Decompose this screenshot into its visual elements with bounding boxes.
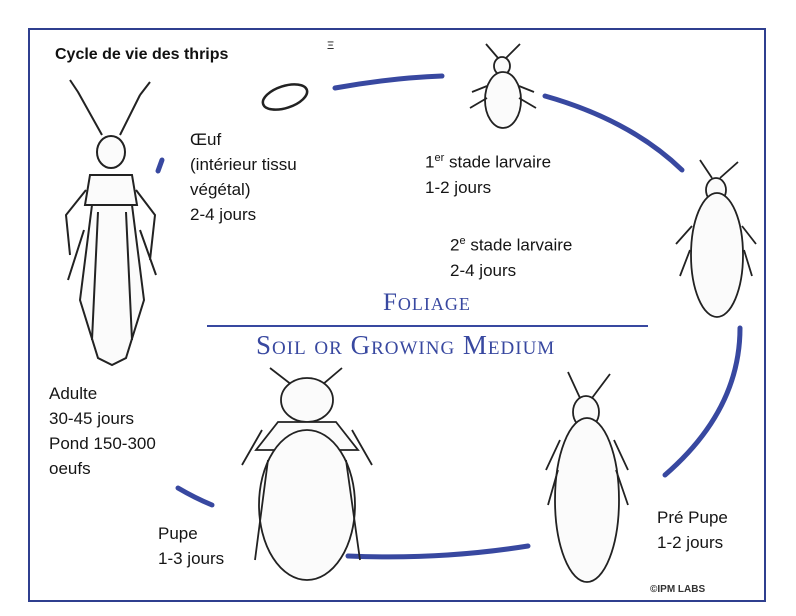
adult-thrips-illustration (66, 80, 156, 365)
arc-adult-to-egg (158, 160, 162, 171)
pupa-label: Pupe 1-3 jours (158, 521, 224, 571)
pupa-name: Pupe (158, 521, 224, 546)
adult-note-1: Pond 150-300 (49, 431, 156, 456)
adult-duration: 30-45 jours (49, 406, 156, 431)
adult-note-2: oeufs (49, 456, 156, 481)
prepupa-name: Pré Pupe (657, 505, 728, 530)
larva2-name: 2e stade larvaire (450, 229, 572, 258)
larva2-duration: 2-4 jours (450, 258, 572, 283)
prepupa-duration: 1-2 jours (657, 530, 728, 555)
egg-label: Œuf (intérieur tissu végétal) 2-4 jours (190, 127, 297, 227)
arc-prepupa-to-pupa (348, 546, 528, 557)
arc-pupa-to-adult (178, 488, 212, 505)
pupa-illustration (242, 368, 372, 580)
egg-desc-1: (intérieur tissu (190, 152, 297, 177)
pupa-duration: 1-3 jours (158, 546, 224, 571)
larva1-label: 1er stade larvaire 1-2 jours (425, 146, 551, 200)
diagram-title: Cycle de vie des thrips (55, 46, 228, 64)
egg-desc-2: végétal) (190, 177, 297, 202)
larva1-illustration (470, 44, 536, 128)
prepupa-label: Pré Pupe 1-2 jours (657, 505, 728, 555)
marker-glyph: Ξ (327, 40, 334, 52)
larva2-illustration (676, 160, 756, 317)
arc-egg-to-larva1 (335, 76, 442, 88)
egg-illustration (260, 79, 311, 114)
egg-duration: 2-4 jours (190, 202, 297, 227)
zone-soil: Soil or Growing Medium (256, 330, 555, 361)
arc-larva2-to-prepupa (665, 328, 740, 475)
egg-name: Œuf (190, 127, 297, 152)
credit-logo: ©IPM LABS (650, 584, 705, 595)
adult-label: Adulte 30-45 jours Pond 150-300 oeufs (49, 381, 156, 481)
larva1-name: 1er stade larvaire (425, 146, 551, 175)
larva2-label: 2e stade larvaire 2-4 jours (450, 229, 572, 283)
adult-name: Adulte (49, 381, 156, 406)
prepupa-illustration (546, 372, 628, 582)
larva1-duration: 1-2 jours (425, 175, 551, 200)
arc-larva1-to-larva2 (545, 96, 682, 170)
zone-foliage: Foliage (383, 289, 471, 317)
